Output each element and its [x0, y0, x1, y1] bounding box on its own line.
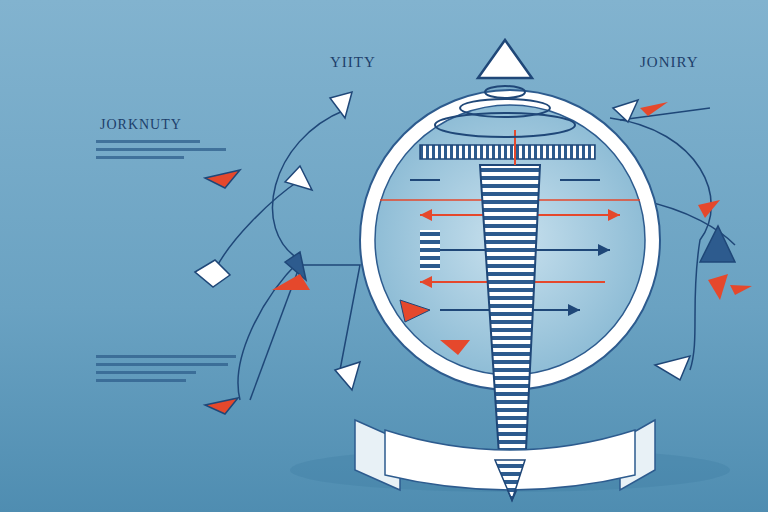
section-label: JORKNUTY [100, 118, 182, 132]
heading-label: YIITY [330, 55, 376, 70]
heading-label: JONIRY [640, 55, 699, 70]
